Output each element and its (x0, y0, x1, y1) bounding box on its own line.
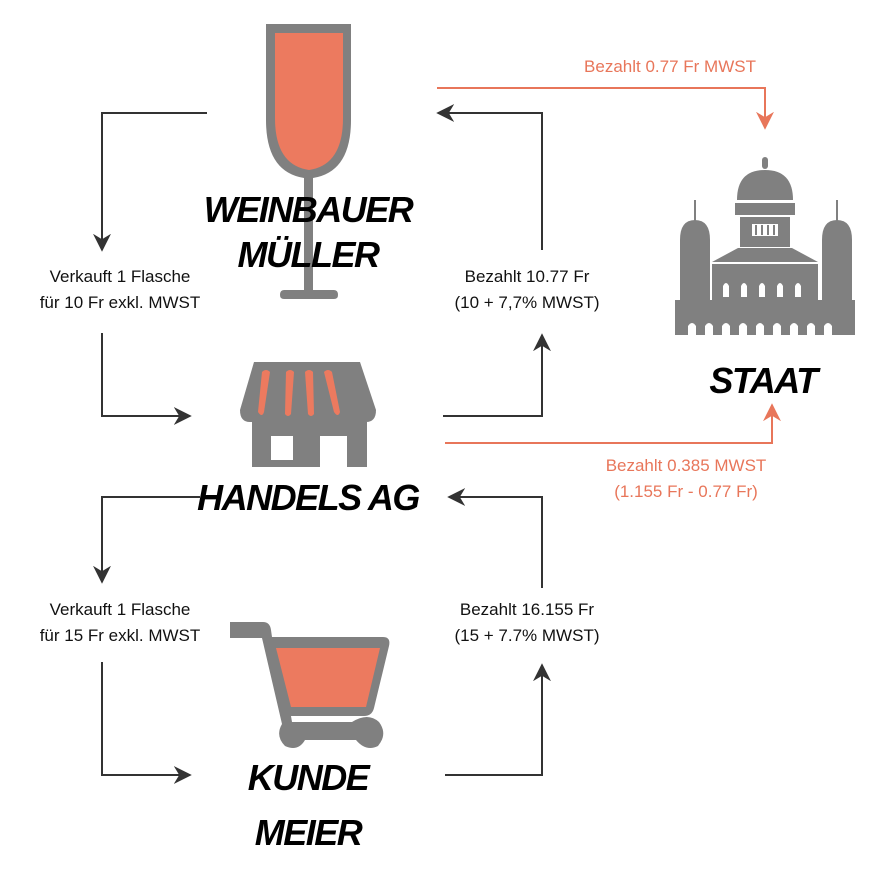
wine-glass-icon (266, 24, 351, 299)
tax2-label-1: Bezahlt 0.385 MWST (606, 456, 767, 475)
arrow-tax1 (437, 87, 774, 130)
arrow-tax2 (445, 403, 781, 444)
sell1-label-2: für 10 Fr exkl. MWST (40, 293, 201, 312)
shopping-cart-icon (230, 622, 390, 748)
tax1-label: Bezahlt 0.77 Fr MWST (584, 57, 756, 76)
kunde-title-2: MEIER (255, 812, 363, 853)
pay1-label-2: (10 + 7,7% MWST) (454, 293, 599, 312)
arrow-sell2-bottom (101, 662, 192, 784)
weinbauer-title-2: MÜLLER (238, 234, 380, 275)
arrow-pay1-bottom (443, 333, 551, 417)
arrow-sell1-bottom (101, 333, 192, 425)
arrow-sell2-top (93, 496, 200, 584)
sell1-label-1: Verkauft 1 Flasche (50, 267, 191, 286)
sell2-label-2: für 15 Fr exkl. MWST (40, 626, 201, 645)
arrow-pay1-top (436, 104, 543, 250)
staat-title: STAAT (709, 360, 821, 401)
kunde-title: KUNDE (248, 757, 371, 798)
shop-icon (240, 362, 376, 467)
arrow-pay2-bottom (445, 663, 551, 776)
pay2-label-1: Bezahlt 16.155 Fr (460, 600, 595, 619)
parliament-building-icon (675, 157, 855, 335)
sell2-label-1: Verkauft 1 Flasche (50, 600, 191, 619)
weinbauer-title: WEINBAUER (204, 189, 414, 230)
pay1-label-1: Bezahlt 10.77 Fr (465, 267, 590, 286)
pay2-label-2: (15 + 7.7% MWST) (454, 626, 599, 645)
arrow-pay2-top (447, 488, 543, 588)
tax2-label-2: (1.155 Fr - 0.77 Fr) (614, 482, 758, 501)
arrow-sell1-top (93, 112, 207, 252)
handels-title: HANDELS AG (197, 477, 419, 518)
